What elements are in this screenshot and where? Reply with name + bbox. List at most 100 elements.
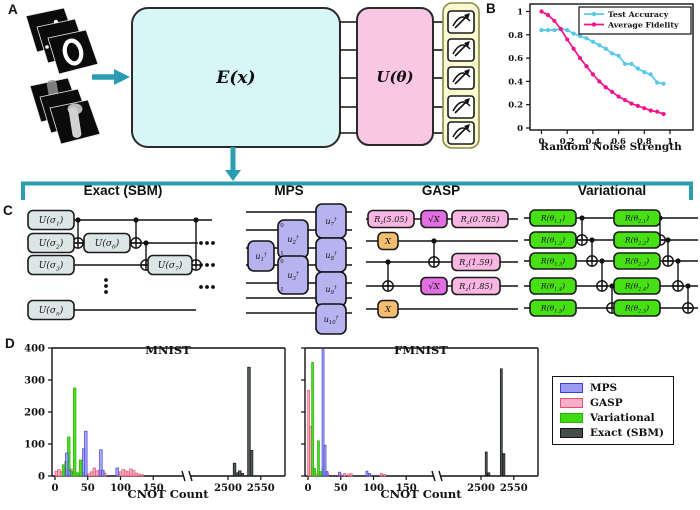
gate: R(θ2,4) [613, 277, 661, 295]
svg-text:2550: 2550 [247, 483, 275, 494]
unitary-block: U(θ) [356, 7, 434, 146]
legend-item: GASP [560, 397, 664, 409]
gate: R(θ2,2) [613, 231, 661, 249]
meter-icon [447, 38, 475, 62]
svg-text:0.4: 0.4 [586, 137, 601, 147]
svg-text:1: 1 [280, 251, 284, 257]
svg-text:300: 300 [24, 376, 45, 387]
svg-text:√X: √X [428, 282, 440, 292]
section-bracket [21, 181, 693, 200]
xray-image-stack [29, 77, 101, 145]
meter-icon [447, 66, 475, 90]
svg-text:1: 1 [280, 287, 284, 293]
hist-series-mps [321, 349, 371, 477]
svg-text:100: 100 [110, 483, 131, 494]
gate: u9† [315, 271, 347, 307]
hist-series-mps [65, 430, 119, 477]
gate: u2† [277, 219, 309, 259]
svg-text:X: X [384, 305, 392, 315]
svg-text:R(θ1,4): R(θ1,4) [540, 282, 565, 293]
svg-text:0: 0 [38, 472, 45, 483]
gate: U(σ7) [147, 254, 193, 276]
legend-label: GASP [590, 397, 623, 409]
panel-c-circuits: U(σ1)U(σ2)U(σ3)U(σn)U(σ6)U(σ7)u2†u3†u1†u… [21, 181, 698, 335]
gate: R(θ2,3) [613, 252, 661, 270]
hist-series-exact--sbm- [232, 366, 254, 477]
svg-text:U(σ3): U(σ3) [39, 260, 64, 272]
svg-text:150: 150 [143, 483, 164, 494]
svg-text:Rz(5.05): Rz(5.05) [373, 214, 408, 226]
meter-icon [447, 121, 475, 145]
svg-text:R(θ1,1): R(θ1,1) [540, 214, 565, 225]
svg-text:u7†: u7† [325, 217, 337, 228]
gate: X [377, 231, 399, 251]
svg-text:Rz(1.85): Rz(1.85) [458, 281, 493, 293]
svg-text:Rz(1.59): Rz(1.59) [458, 257, 493, 269]
svg-text:2500: 2500 [214, 483, 242, 494]
gate: U(σn) [27, 299, 75, 321]
gate: X [377, 299, 399, 319]
gate: R(θ1,1) [529, 209, 577, 227]
svg-text:u9†: u9† [325, 285, 337, 296]
svg-text:150: 150 [396, 483, 417, 494]
gate: U(σ1) [27, 209, 75, 231]
gate: R(θ2,1) [613, 209, 661, 227]
legend-swatch [560, 398, 583, 408]
svg-text:u10†: u10† [324, 315, 339, 326]
encoder-block: E(x) [131, 7, 341, 148]
gate: R(θ1,3) [529, 252, 577, 270]
svg-text:X: X [384, 237, 392, 247]
gate: R(θ1,5) [529, 299, 577, 317]
circuit-title-gasp: GASP [421, 183, 461, 198]
meter-icon [447, 10, 475, 34]
svg-text:R(θ1,5): R(θ1,5) [540, 304, 565, 315]
panel-c-label: C [3, 203, 13, 218]
mnist-image-stack [25, 7, 99, 75]
svg-text:1: 1 [667, 137, 673, 147]
svg-text:R(θ1,2): R(θ1,2) [540, 236, 565, 247]
svg-text:0: 0 [280, 223, 284, 229]
down-arrow [225, 147, 241, 181]
legend-label: MPS [590, 382, 618, 394]
svg-text:200: 200 [24, 408, 45, 419]
legend-label: Variational [590, 412, 655, 424]
measurement-meters [442, 2, 480, 149]
gate: U(σ3) [27, 254, 75, 276]
svg-text:0: 0 [52, 483, 59, 494]
svg-text:R(θ1,3): R(θ1,3) [540, 257, 565, 268]
svg-text:√X: √X [428, 215, 440, 225]
gate: √X [420, 276, 448, 296]
svg-text:100: 100 [24, 440, 45, 451]
gate: √X [420, 209, 448, 229]
panel-b-label: B [486, 1, 496, 16]
svg-text:R(θ2,5): R(θ2,5) [624, 304, 649, 315]
legend-item: MPS [560, 382, 664, 394]
panel-a-canvas: E(x) U(θ) [25, 2, 480, 181]
panel-a-label: A [8, 2, 18, 17]
svg-text:2550: 2550 [500, 483, 528, 494]
legend-swatch [560, 428, 583, 438]
svg-text:E(x): E(x) [215, 68, 255, 88]
fmnist-xaxis-label: CNOT Count [380, 487, 462, 501]
hist-series-exact--sbm- [484, 368, 506, 477]
gate: R(θ2,5) [613, 299, 661, 317]
circuit-variational: R(θ1,1) R(θ1,2) R(θ1,3) R(θ1,4) R(θ1,5) R(θ2,… [524, 209, 698, 317]
svg-text:u8†: u8† [325, 251, 337, 262]
circuit-title-mps: MPS [274, 183, 304, 198]
fmnist-plot-title: FMNIST [394, 343, 448, 357]
svg-text:u1†: u1† [255, 252, 267, 263]
svg-text:0: 0 [305, 483, 312, 494]
panel-d-label: D [5, 336, 15, 351]
svg-text:u2†: u2† [287, 235, 299, 246]
svg-text:R(θ2,3): R(θ2,3) [624, 257, 649, 268]
svg-text:R(θ2,1): R(θ2,1) [624, 214, 649, 225]
svg-text:400: 400 [24, 344, 45, 355]
svg-text:2500: 2500 [467, 483, 495, 494]
